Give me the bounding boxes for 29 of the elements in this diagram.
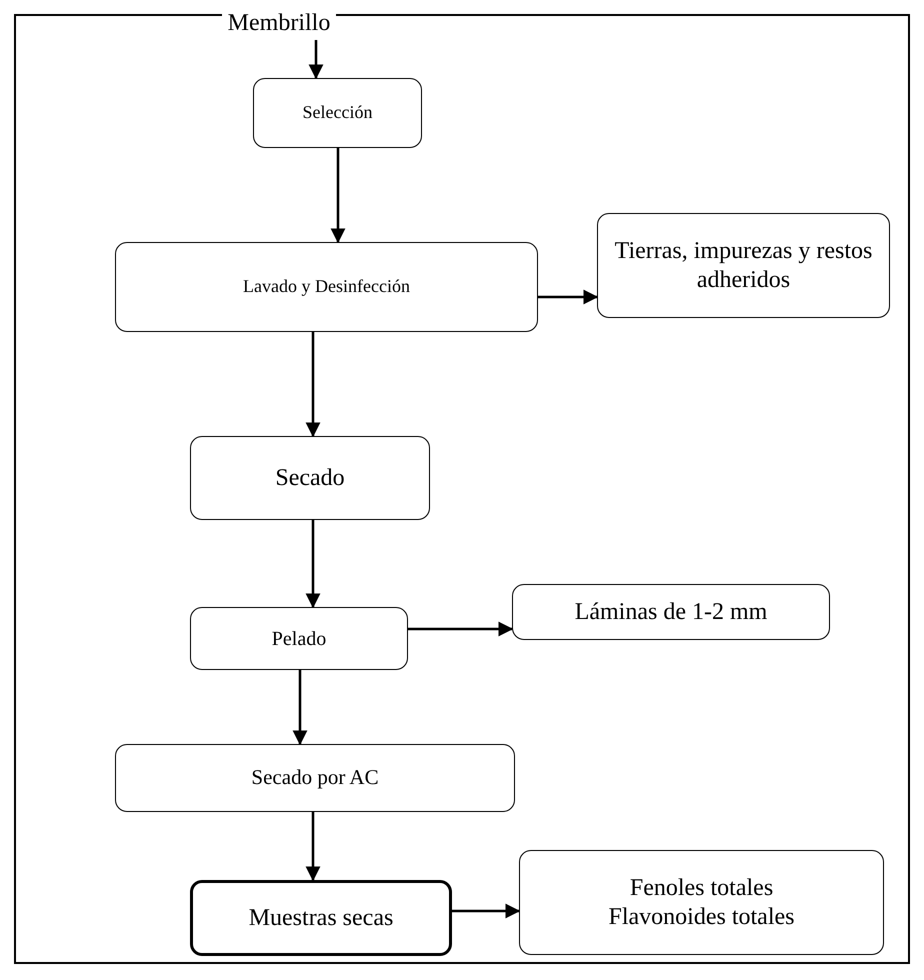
process-box bbox=[190, 436, 430, 520]
arrow bbox=[330, 148, 346, 244]
arrow bbox=[292, 670, 308, 746]
step-label: Flavonoides totales bbox=[608, 902, 794, 932]
process-box bbox=[115, 242, 538, 332]
arrow bbox=[308, 40, 324, 80]
arrow bbox=[306, 520, 320, 608]
arrow bbox=[306, 332, 320, 438]
process-box bbox=[253, 78, 422, 148]
step-label: Pelado bbox=[272, 626, 326, 650]
arrow bbox=[538, 290, 598, 304]
process-box bbox=[512, 584, 830, 640]
process-box bbox=[597, 213, 890, 318]
step-label: Selección bbox=[302, 102, 372, 124]
process-box bbox=[115, 744, 515, 812]
step-label: Secado por AC bbox=[251, 765, 379, 791]
step-label: Tierras, impurezas y restos adheridos bbox=[614, 236, 874, 294]
arrow bbox=[452, 904, 520, 918]
step-label: Lavado y Desinfección bbox=[243, 276, 410, 298]
arrow bbox=[408, 622, 514, 636]
step-label: Muestras secas bbox=[248, 904, 394, 932]
process-box bbox=[519, 850, 884, 955]
process-box bbox=[190, 880, 452, 956]
arrow bbox=[306, 812, 320, 882]
step-label: Secado bbox=[275, 464, 345, 492]
step-label: Láminas de 1-2 mm bbox=[574, 598, 768, 626]
step-label: Fenoles totales bbox=[630, 874, 774, 902]
process-box bbox=[190, 607, 408, 670]
start-label: Membrillo bbox=[228, 8, 330, 38]
